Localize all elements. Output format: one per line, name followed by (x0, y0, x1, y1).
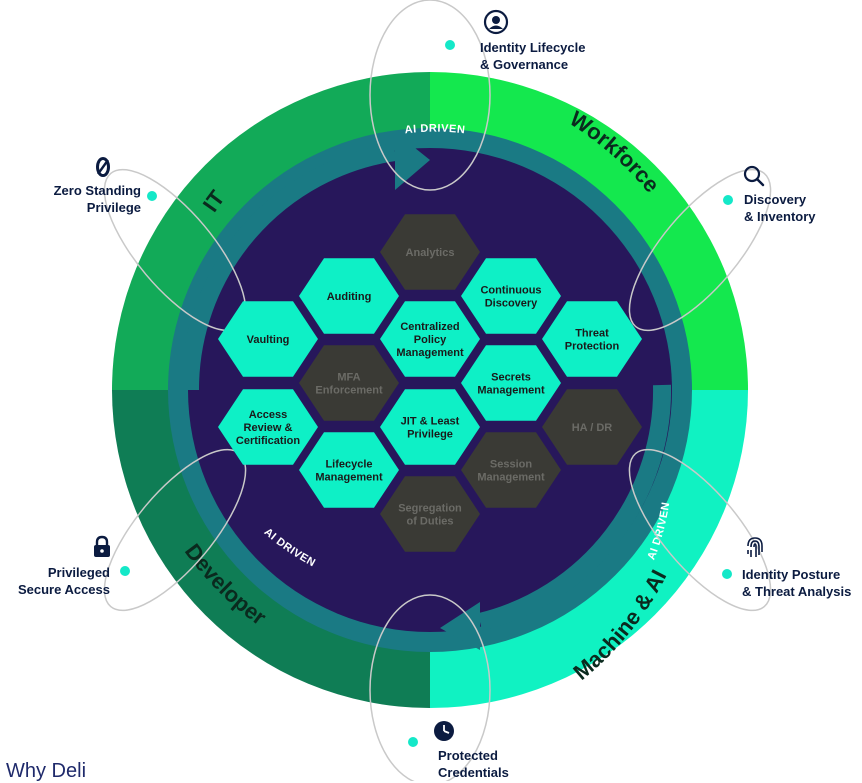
hex-label-line: Certification (236, 435, 300, 447)
ai-driven-label-top: AI DRIVEN (404, 123, 466, 137)
hex-shape (299, 345, 399, 421)
hex-label-line: Management (396, 347, 464, 359)
hex-label-line: Access (249, 409, 288, 421)
hex-shape (542, 301, 642, 377)
search-icon (743, 165, 765, 187)
orbit-dot (120, 566, 130, 576)
orbit-dot (723, 195, 733, 205)
capability-label-line: Privilege (87, 200, 141, 215)
hex-shape (299, 258, 399, 334)
capability-label-line: & Inventory (744, 209, 816, 224)
hex-shape (299, 432, 399, 508)
hex-label-line: Review & (244, 422, 293, 434)
orbit-dot (722, 569, 732, 579)
orbit-dot (408, 737, 418, 747)
capability-identity-lifecycle: Identity Lifecycle & Governance (445, 9, 585, 72)
hex-label-line: Centralized (400, 321, 459, 333)
capability-label-line: Identity Posture (742, 567, 840, 582)
capability-label-line: & Threat Analysis (742, 584, 851, 599)
hex-label-line: Protection (565, 341, 620, 353)
hex-vaulting: Vaulting (218, 301, 318, 377)
hex-ha-dr: HA / DR (542, 389, 642, 465)
hex-auditing: Auditing (299, 258, 399, 334)
hex-label-line: HA / DR (572, 422, 613, 434)
orbit-upper-right (628, 168, 772, 332)
capability-label-line: Identity Lifecycle (480, 40, 585, 55)
hex-shape (380, 389, 480, 465)
hex-shape (380, 214, 480, 290)
capability-identity-posture: Identity Posture & Threat Analysis (722, 537, 851, 599)
lock-icon (94, 535, 110, 557)
zero-icon (96, 157, 110, 177)
hex-label-line: MFA (337, 372, 360, 384)
hex-label-line: Segregation (398, 503, 462, 515)
orbit-dot (147, 191, 157, 201)
orbit-lower-right (628, 448, 772, 612)
clock-icon (434, 721, 454, 741)
arrow-bottom-head (440, 602, 480, 650)
hex-shape (380, 476, 480, 552)
hex-shape (461, 345, 561, 421)
capability-label-line: Credentials (438, 765, 509, 780)
capability-label-line: Secure Access (18, 582, 110, 597)
capability-label-line: Privileged (48, 565, 110, 580)
hex-label-line: Lifecycle (325, 459, 372, 471)
orbit-top (369, 0, 491, 191)
capability-privileged-secure-access: Privileged Secure Access (18, 535, 130, 597)
hex-label-line: Auditing (327, 291, 372, 303)
hex-label-line: Management (315, 472, 383, 484)
orbit-dot (445, 40, 455, 50)
fingerprint-icon (747, 537, 763, 557)
arrow-top-head (395, 132, 430, 190)
hex-label-line: Continuous (480, 285, 541, 297)
hex-label-line: Management (477, 472, 545, 484)
orbit-bottom (369, 594, 491, 781)
hex-shape (461, 258, 561, 334)
hex-label-line: Privilege (407, 429, 453, 441)
hex-label-line: Secrets (491, 372, 531, 384)
hex-label-line: Policy (414, 334, 447, 346)
hex-label-line: Session (490, 459, 532, 471)
user-circle-icon (483, 9, 509, 35)
hex-analytics: Analytics (380, 214, 480, 290)
hex-shape (218, 389, 318, 465)
arrow-top-arc (180, 143, 397, 391)
hex-label-line: JIT & Least (401, 416, 460, 428)
hex-label-line: Vaulting (247, 334, 290, 346)
capability-label-line: & Governance (480, 57, 568, 72)
footer-heading-partial: Why Deli (6, 760, 87, 782)
hex-shape (542, 389, 642, 465)
hex-label-line: Threat (575, 328, 609, 340)
capability-discovery: Discovery & Inventory (723, 165, 816, 224)
capability-zero-standing: Zero Standing Privilege (54, 157, 157, 215)
arrow-bottom-arc (477, 384, 672, 631)
hex-shape (461, 432, 561, 508)
capability-label-line: Zero Standing (54, 183, 141, 198)
hex-label-line: Management (477, 385, 545, 397)
hex-shape (380, 301, 480, 377)
hex-shape (218, 301, 318, 377)
outer-capabilities: Identity Lifecycle & Governance Discover… (18, 9, 851, 780)
hex-label-line: Discovery (485, 298, 538, 310)
capability-label-line: Protected (438, 748, 498, 763)
hex-label-line: Enforcement (315, 385, 383, 397)
capability-label-line: Discovery (744, 192, 807, 207)
hex-label-line: of Duties (406, 516, 453, 528)
hex-label-line: Analytics (406, 247, 455, 259)
capability-protected-credentials: Protected Credentials (408, 721, 509, 780)
